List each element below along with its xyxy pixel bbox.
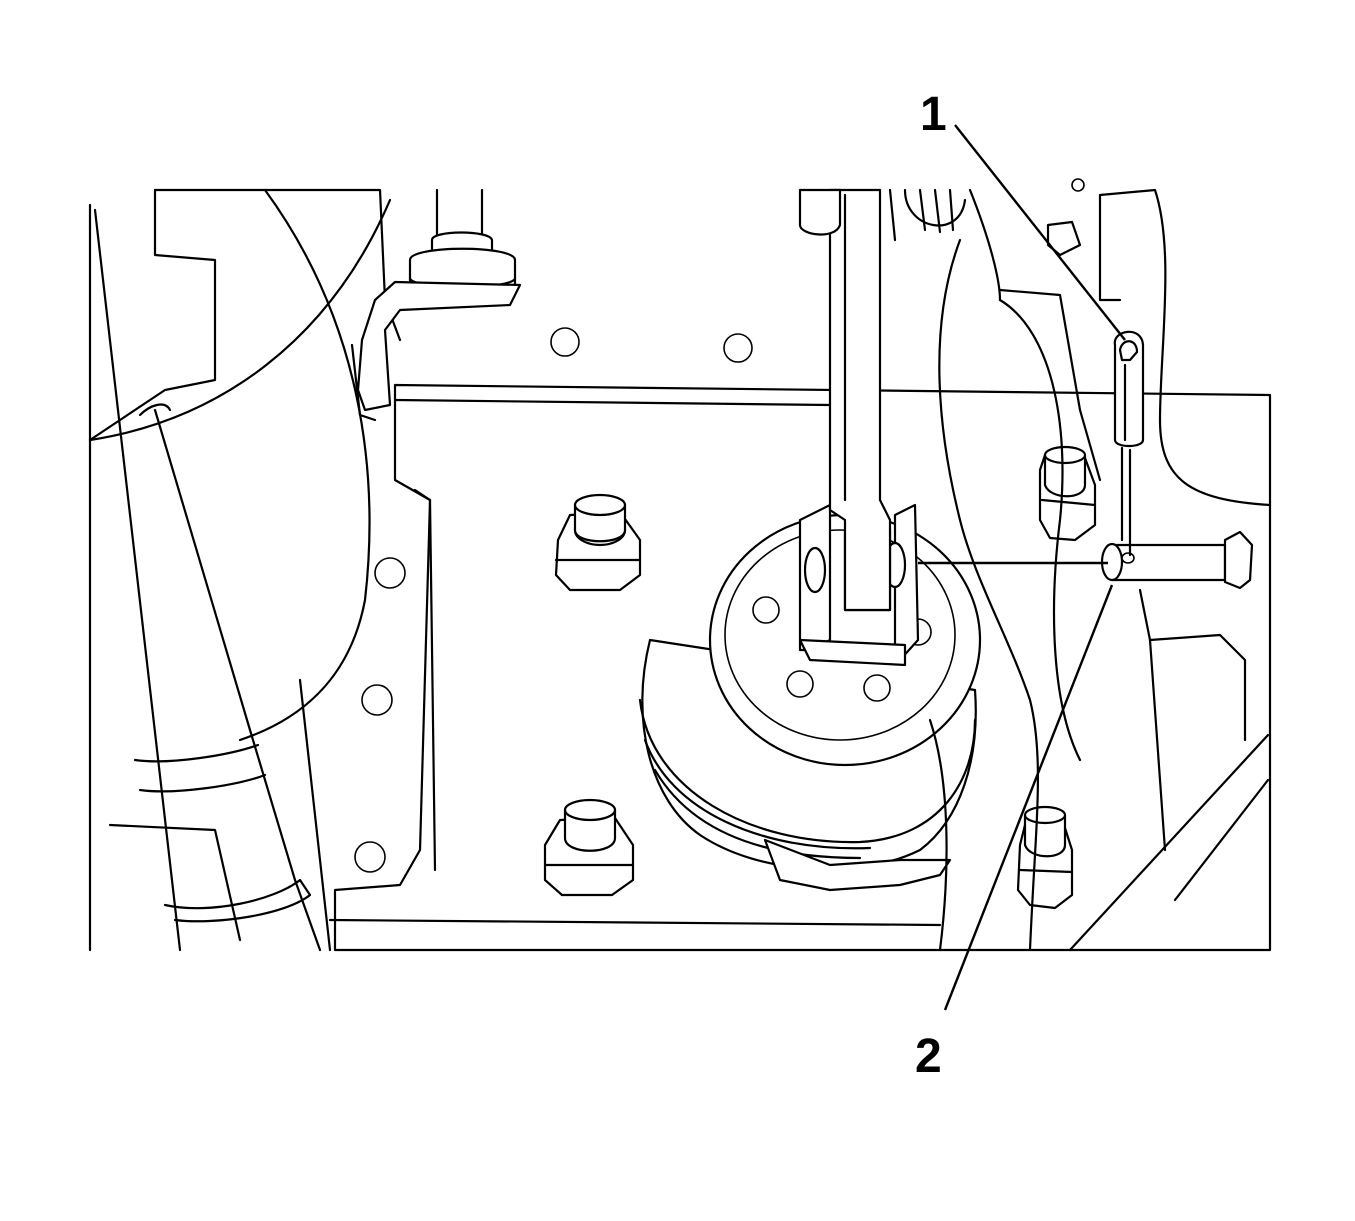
leader-line-2 xyxy=(918,561,1114,1011)
callout-label-1: 1 xyxy=(920,88,947,141)
nut-upper-left xyxy=(554,493,642,592)
nut-lower-left xyxy=(543,798,635,897)
top-bracket xyxy=(350,188,522,422)
engine-mount xyxy=(638,513,982,892)
clevis-bracket xyxy=(798,503,920,667)
link-arm xyxy=(798,188,967,612)
nut-upper-right xyxy=(1038,445,1097,542)
clevis-pin xyxy=(1100,530,1254,590)
leader-line-1 xyxy=(954,124,1126,341)
nut-lower-right xyxy=(1016,805,1074,910)
left-rod xyxy=(93,208,322,952)
callout-label-2: 2 xyxy=(915,1030,942,1083)
right-control-arm xyxy=(928,188,1102,952)
right-frame xyxy=(1046,178,1272,952)
